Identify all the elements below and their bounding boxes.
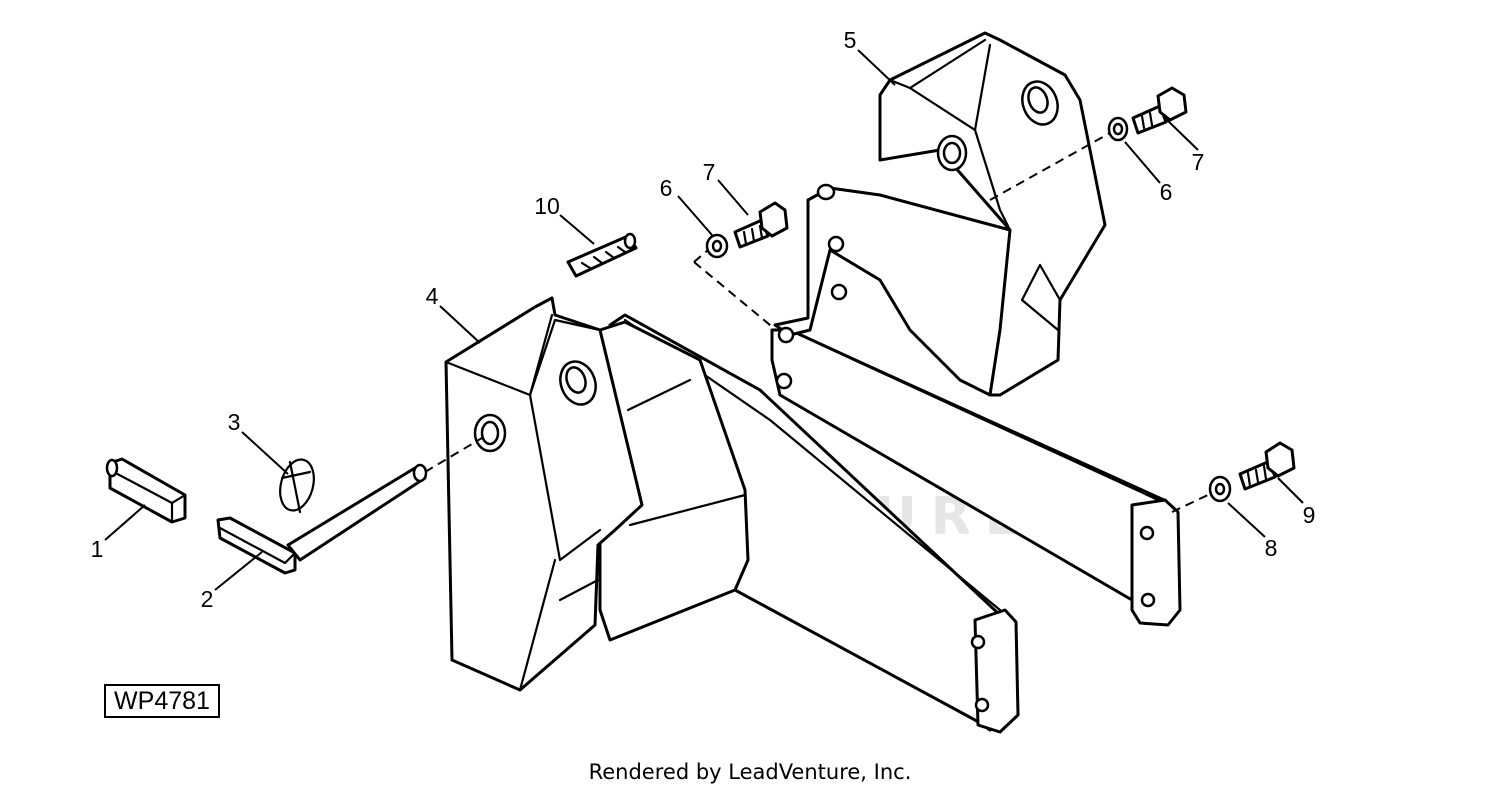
- callout-7-left: 7: [703, 159, 716, 185]
- part-10-roll-pin[interactable]: [566, 232, 638, 278]
- callout-7-right: 7: [1192, 149, 1205, 175]
- part-7-bolt-left[interactable]: [733, 201, 789, 249]
- leader-lines: [104, 49, 1304, 591]
- alignment-lines: [424, 132, 1211, 513]
- callout-3: 3: [228, 409, 241, 435]
- part-6-washer-left[interactable]: [705, 233, 729, 259]
- callout-4: 4: [426, 283, 439, 309]
- part-1-clip[interactable]: [105, 457, 187, 524]
- part-5-right-bracket[interactable]: [770, 31, 1182, 627]
- callout-8: 8: [1265, 535, 1278, 561]
- callout-9: 9: [1303, 502, 1316, 528]
- part-2-handle-pin[interactable]: [216, 463, 428, 575]
- callout-1: 1: [91, 536, 104, 562]
- callout-6-left: 6: [660, 175, 673, 201]
- part-7-bolt-right[interactable]: [1131, 86, 1188, 135]
- part-4-left-bracket[interactable]: [444, 296, 1020, 734]
- callout-10: 10: [534, 193, 560, 219]
- credit-text: Rendered by LeadVenture, Inc.: [588, 760, 912, 784]
- callout-6-right: 6: [1160, 179, 1173, 205]
- figure-id-label: WP4781: [104, 684, 220, 718]
- callout-2: 2: [201, 586, 214, 612]
- part-3-ring-pin[interactable]: [275, 456, 319, 515]
- part-8-washer[interactable]: [1208, 475, 1232, 503]
- callout-5: 5: [844, 27, 857, 53]
- part-6-washer-right[interactable]: [1107, 116, 1129, 142]
- callout-labels: 1 2 3 4 5 6 6 7 7 8 9 10: [91, 27, 1316, 612]
- part-9-bolt[interactable]: [1238, 441, 1296, 491]
